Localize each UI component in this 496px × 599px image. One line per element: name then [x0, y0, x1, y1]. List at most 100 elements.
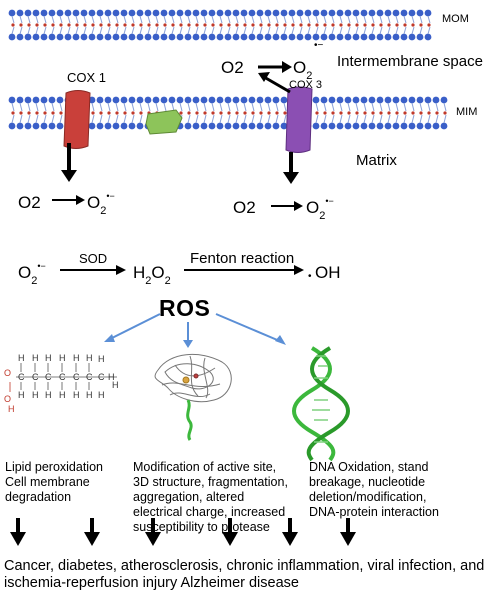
lipid-tail — [339, 15, 343, 35]
lipid-head — [392, 96, 400, 104]
lipid-head — [224, 33, 232, 41]
lipid-tail — [123, 102, 127, 124]
lipid-tail-dot — [419, 23, 423, 27]
cox1-complex — [63, 90, 91, 149]
lipid-tail — [307, 15, 311, 35]
lipid-head — [360, 9, 368, 17]
lipid-head — [88, 9, 96, 17]
lipid-head — [200, 96, 208, 104]
cox3-up-arrow — [258, 72, 291, 94]
lipid-tail-dot — [411, 111, 415, 115]
lipid-head — [56, 122, 64, 130]
lipid-head — [248, 33, 256, 41]
lipid-atom: H — [8, 404, 15, 414]
lipid-head — [96, 96, 104, 104]
lipid-tail — [107, 15, 111, 35]
lipid-tail-dot — [347, 111, 351, 115]
lipid-tail-dot — [331, 111, 335, 115]
lipid-tail-dot — [315, 23, 319, 27]
lipid-head — [176, 33, 184, 41]
cox3-down-arrow — [283, 152, 299, 184]
lipid-tail — [379, 102, 383, 124]
lipid-tail-dot — [91, 111, 95, 115]
lipid-head — [360, 96, 368, 104]
lipid-head — [200, 9, 208, 17]
lipid-tail-dot — [51, 111, 55, 115]
lipid-head — [272, 9, 280, 17]
lipid-head — [232, 96, 240, 104]
lipid-head — [344, 33, 352, 41]
lipid-head — [16, 33, 24, 41]
lipid-head — [72, 9, 80, 17]
lipid-tail — [379, 15, 383, 35]
lipid-tail-dot — [83, 23, 87, 27]
lipid-tail — [107, 102, 111, 124]
lipid-tail-dot — [283, 111, 287, 115]
lipid-head — [152, 33, 160, 41]
lipid-head — [88, 122, 96, 130]
lipid-tail — [355, 102, 359, 124]
lipid-head — [376, 96, 384, 104]
protein-structure-image — [154, 353, 232, 441]
lipid-tail — [395, 15, 399, 35]
lipid-head — [336, 33, 344, 41]
lipid-head — [56, 96, 64, 104]
lipid-head — [120, 33, 128, 41]
lipid-head — [256, 33, 264, 41]
lipid-head — [368, 9, 376, 17]
lipid-tail-dot — [19, 23, 23, 27]
lipid-head — [304, 33, 312, 41]
outcome-arrow-head — [84, 532, 100, 546]
lipid-tail-dot — [403, 23, 407, 27]
lipid-tail — [211, 102, 215, 124]
lipid-tail-dot — [75, 23, 79, 27]
lipid-tail — [387, 15, 391, 35]
lipid-tail-dot — [243, 111, 247, 115]
lipid-tail-dot — [395, 111, 399, 115]
lipid-head — [272, 33, 280, 41]
lipid-tail-dot — [411, 23, 415, 27]
lipid-tail-dot — [435, 111, 439, 115]
lipid-head — [216, 96, 224, 104]
lipid-head — [360, 33, 368, 41]
lipid-head — [256, 96, 264, 104]
lipid-head — [352, 9, 360, 17]
lipid-head — [112, 9, 120, 17]
lipid-tail — [355, 15, 359, 35]
lipid-tail-dot — [291, 23, 295, 27]
lipid-tail — [51, 15, 55, 35]
lipid-tail-dot — [307, 23, 311, 27]
outcome-arrow-head — [282, 532, 298, 546]
lipid-atom: H — [18, 353, 25, 363]
lipid-head — [112, 33, 120, 41]
lipid-head — [392, 33, 400, 41]
lipid-head — [336, 96, 344, 104]
lipid-atom: H — [59, 353, 66, 363]
lipid-tail-dot — [323, 23, 327, 27]
lipid-tail — [43, 102, 47, 124]
lipid-head — [56, 33, 64, 41]
lipid-tail — [371, 15, 375, 35]
lipid-tail — [59, 15, 63, 35]
lipid-head — [208, 96, 216, 104]
lipid-tail-dot — [59, 23, 63, 27]
lipid-head — [40, 9, 48, 17]
lipid-tail-dot — [211, 111, 215, 115]
lipid-tail-dot — [315, 111, 319, 115]
lipid-head — [192, 9, 200, 17]
lipid-tail — [219, 15, 223, 35]
lipid-head — [192, 33, 200, 41]
lipid-atom: H — [45, 390, 52, 400]
lipid-tail — [139, 15, 143, 35]
lipid-tail — [243, 102, 247, 124]
lipid-tail — [427, 15, 431, 35]
lipid-tail-dot — [115, 111, 119, 115]
lipid-tail-dot — [123, 23, 127, 27]
lipid-head — [208, 122, 216, 130]
lipid-head — [40, 33, 48, 41]
lipid-head — [336, 122, 344, 130]
lipid-head — [8, 96, 16, 104]
lipid-tail-dot — [115, 23, 119, 27]
lipid-head — [48, 122, 56, 130]
hydrogen-peroxide: H2O2 — [133, 263, 171, 287]
